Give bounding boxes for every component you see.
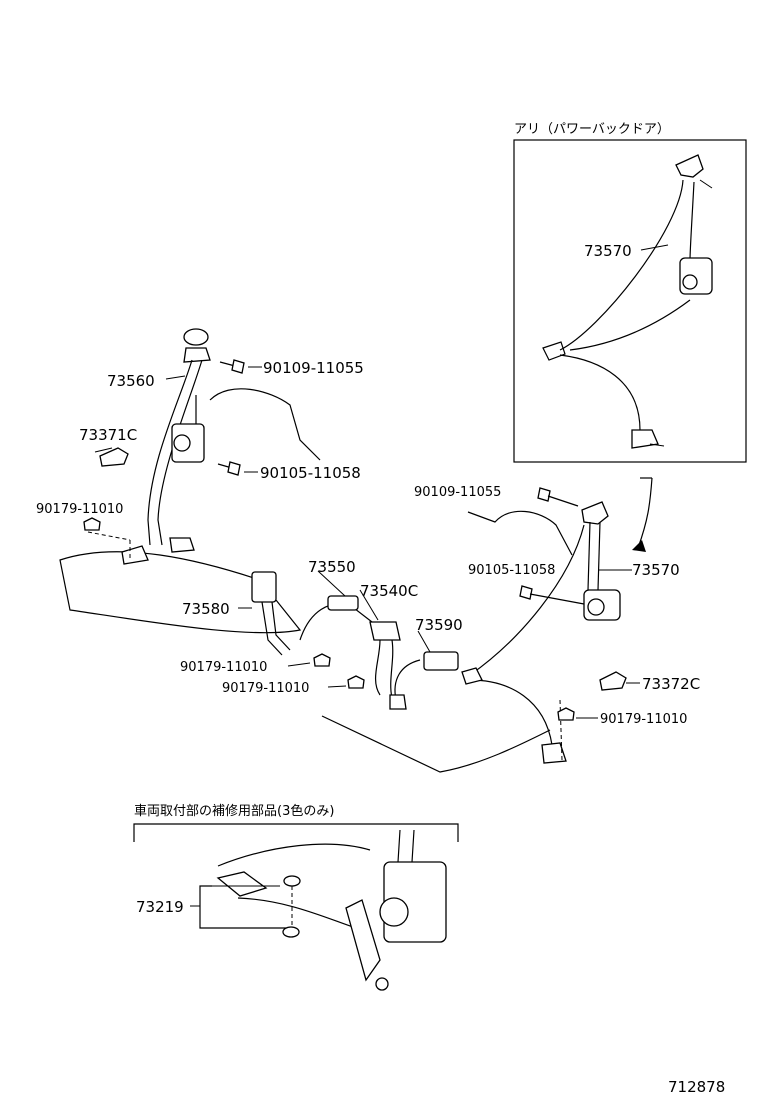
- buckle-73590: [423, 651, 459, 671]
- inset-belt-assembly: [542, 154, 713, 449]
- left-bolt-upper: [219, 359, 245, 374]
- belt-73550: [327, 595, 359, 611]
- inset-arrow: [637, 477, 653, 549]
- left-nut: [83, 517, 101, 531]
- inset-repair-part: 車両取付部の補修用部品(3色のみ): [133, 803, 459, 991]
- right-lower-anchor: [541, 742, 567, 764]
- buckle-73540C: [369, 621, 401, 641]
- buckle-73580: [251, 571, 277, 603]
- label-73550: 73550: [308, 558, 356, 576]
- nut-d: [557, 707, 575, 721]
- label-73540C: 73540C: [360, 582, 418, 600]
- inset-power-back-door: アリ（パワーバックドア） 73570: [513, 122, 747, 463]
- label-73372C: 73372C: [642, 675, 700, 693]
- label-90109-11055-left: 90109-11055: [263, 359, 364, 377]
- left-upper-anchor: [183, 328, 209, 346]
- label-90105-11058-right: 90105-11058: [468, 563, 555, 578]
- left-bolt-lower: [217, 461, 241, 476]
- right-seat-assembly: [321, 487, 627, 773]
- nut-c: [347, 675, 365, 689]
- label-90179-11010-a: 90179-11010: [36, 502, 123, 517]
- inset-anchor-plate: [216, 871, 268, 897]
- inset-bottom-bracket: [133, 823, 459, 842]
- label-90179-11010-b: 90179-11010: [180, 660, 267, 675]
- left-seat-back: [209, 388, 321, 461]
- center-buckles: [251, 571, 459, 710]
- label-90179-11010-c: 90179-11010: [222, 681, 309, 696]
- label-73590: 73590: [415, 616, 463, 634]
- left-trim-cover: [99, 447, 129, 467]
- left-lower-anchor: [121, 545, 149, 565]
- right-bolt-lower: [519, 585, 533, 600]
- label-90109-11055-right: 90109-11055: [414, 485, 501, 500]
- right-seat-cushion: [321, 715, 551, 773]
- washer-lower: [282, 926, 300, 938]
- inset-top-leader: [640, 244, 669, 251]
- inset-bottom-caption: 車両取付部の補修用部品(3色のみ): [134, 803, 334, 819]
- right-upper-anchor: [581, 501, 609, 525]
- label-73219: 73219: [136, 898, 184, 916]
- label-90105-11058-left: 90105-11058: [260, 464, 361, 482]
- right-trim-cover: [599, 671, 627, 691]
- nut-b: [313, 653, 331, 667]
- right-seat-back: [467, 510, 573, 556]
- label-73580: 73580: [182, 600, 230, 618]
- label-73560: 73560: [107, 372, 155, 390]
- inset-top-frame: [513, 139, 747, 463]
- right-bolt-upper: [537, 487, 551, 502]
- label-73570: 73570: [632, 561, 680, 579]
- label-73371C: 73371C: [79, 426, 137, 444]
- arrow-head: [632, 540, 646, 552]
- inset-top-part: 73570: [584, 242, 632, 260]
- washer-upper: [283, 875, 301, 887]
- label-90179-11010-d: 90179-11010: [600, 712, 687, 727]
- inset-lower-bracket: [345, 899, 381, 982]
- figure-id: 712878: [668, 1078, 725, 1096]
- inset-top-caption: アリ（パワーバックドア）: [514, 122, 670, 137]
- left-seat-assembly: [59, 328, 321, 634]
